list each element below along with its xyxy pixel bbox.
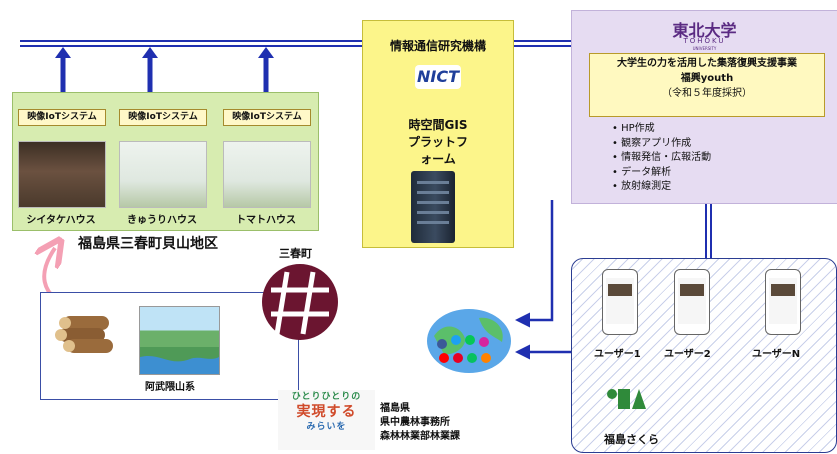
activity-item: HP作成 [612,122,711,137]
cucumber-house-image [119,141,207,208]
activity-item: 放射線測定 [612,180,711,195]
user-label-2: ユーザー2 [664,349,711,360]
smartphone-icon [674,269,710,335]
activity-item: 情報発信・広報活動 [612,151,711,166]
farm-panel: 映像IoTシステム 映像IoTシステム 映像IoTシステム シイタケハウス きゅ… [12,92,319,231]
tomato-house-image [223,141,311,208]
server-icon [411,171,455,243]
forest-panel: 阿武隈山系 [40,292,299,400]
tohoku-name: 東北大学 [672,21,737,40]
tohoku-to-sns-arrow [515,200,554,328]
smartphone-icon [765,269,801,335]
users-panel: ユーザー1 ユーザー2 ユーザーN 福島さくら [571,258,837,453]
iot-system-label-1: 映像IoTシステム [18,109,106,126]
sns-icons [437,335,491,363]
activity-list: HP作成 観察アプリ作成 情報発信・広報活動 データ解析 放射線測定 [612,122,711,195]
logs-icon [55,316,113,353]
ja-logo-icon [607,389,646,409]
sns-globe-icon [427,309,511,373]
smartphone-icon [602,269,638,335]
forestry-office-label: 福島県県中農林事務所森林林業部林業課 [380,403,460,442]
tohoku-panel: 東北大学 TOHOKU UNIVERSITY 大学生の力を活用した集落復興支援事… [571,10,837,204]
abukuma-label: 阿武隈山系 [145,382,195,393]
miharu-emblem-icon [262,264,338,340]
ja-name: 福島さくら [604,433,659,446]
network-bus [20,40,571,47]
region-label: 福島県三春町貝山地区 [78,236,218,252]
user-label-n: ユーザーN [752,349,801,360]
tohoku-univ: UNIVERSITY [692,46,717,51]
house-label-tomato: トマトハウス [236,215,296,226]
house-label-shiitake: シイタケハウス [26,215,96,226]
activity-item: データ解析 [612,166,711,181]
shiitake-house-image [18,141,106,208]
iot-system-label-2: 映像IoTシステム [119,109,207,126]
house-label-cucumber: きゅうりハウス [127,215,197,226]
farm-uplink-arrows [60,56,269,98]
activity-item: 観察アプリ作成 [612,137,711,152]
nict-logo: NICT [415,65,461,89]
abukuma-mountain-image [139,306,220,375]
miharu-label: 三春町 [279,247,312,260]
user-label-1: ユーザー1 [594,349,641,360]
nict-org-name: 情報通信研究機構 [389,39,486,53]
tohoku-users-link [705,202,712,258]
slogan-graphic: ひとりひとりの 実現する みらいを [278,390,375,450]
project-box: 大学生の力を活用した集落復興支援事業 福興youth （令和５年度採択） [589,53,825,117]
tohoku-name-en: TOHOKU [683,37,726,45]
iot-system-label-3: 映像IoTシステム [223,109,311,126]
